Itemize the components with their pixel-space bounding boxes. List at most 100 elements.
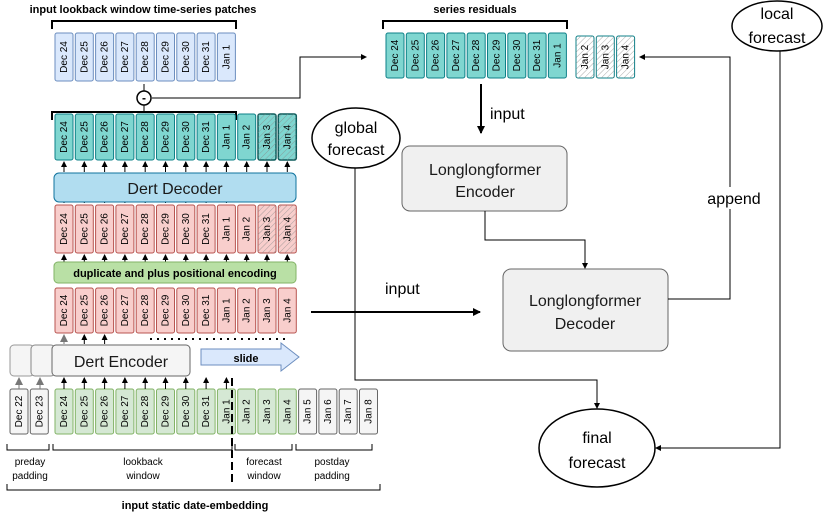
date-patch-label: Dec 24 [59, 41, 70, 73]
date-patch-label: Dec 28 [140, 41, 151, 73]
date-patch-label: Jan 2 [242, 124, 253, 149]
final-forecast-label-2: forecast [569, 455, 626, 472]
date-patch-label: Dec 28 [140, 395, 151, 427]
date-patch-label: Dec 29 [161, 395, 172, 427]
date-patch: Dec 24 [385, 32, 405, 79]
date-patch: Jan 1 [216, 113, 236, 161]
date-patch-label: Jan 1 [552, 43, 563, 68]
date-patch-label: Dec 27 [120, 395, 131, 427]
input-label-top: input [490, 106, 525, 123]
date-patch-label: Dec 25 [79, 294, 90, 326]
date-patch-label: Jan 4 [282, 216, 293, 241]
date-patch: Dec 24 [54, 113, 74, 161]
lookback-label-2: window [125, 471, 160, 482]
date-patch-label: Jan 1 [221, 44, 232, 69]
date-patch-label: Dec 29 [161, 213, 172, 245]
date-patch: Dec 29 [156, 32, 175, 82]
date-patch-label: Jan 2 [242, 216, 253, 241]
date-patch-label: Jan 5 [303, 399, 314, 424]
date-patch: Dec 27 [115, 287, 135, 334]
date-patch: Jan 1 [216, 388, 236, 435]
date-patch: Dec 31 [196, 388, 216, 435]
date-patch-label: Jan 2 [580, 44, 591, 69]
caption-top-patches: input lookback window time-series patche… [30, 4, 257, 16]
date-patch: Jan 1 [216, 32, 236, 82]
date-patch-label: Dec 31 [201, 294, 212, 326]
forecast-patch: Jan 2 [237, 287, 257, 334]
date-patch-label: Dec 30 [181, 213, 192, 245]
date-patch-label: Dec 24 [390, 39, 401, 71]
date-patch-label: Dec 22 [14, 395, 25, 427]
forecast-patch: Jan 2 [237, 113, 257, 161]
caption-residuals: series residuals [433, 4, 516, 16]
date-patch: Dec 27 [115, 388, 135, 435]
date-patch: Dec 25 [74, 113, 94, 161]
date-patch: Dec 24 [54, 204, 74, 254]
slide-arrow [200, 341, 300, 373]
date-patch-label: Jan 1 [221, 399, 232, 424]
date-patch: Dec 25 [405, 32, 425, 79]
date-patch: Dec 24 [54, 388, 74, 435]
date-patch-label: Dec 27 [120, 294, 131, 326]
date-patch: Jan 8 [359, 388, 378, 435]
forecast-patch: Jan 4 [277, 388, 297, 435]
date-patch-label: Dec 29 [161, 121, 172, 153]
dert-encoder-label: Dert Encoder [74, 354, 169, 371]
ll-encoder-label-2: Encoder [455, 184, 515, 201]
date-patch-label: Jan 1 [221, 298, 232, 323]
date-patch: Jan 1 [547, 32, 567, 79]
date-patch: Dec 29 [156, 388, 175, 435]
preday-label-2: padding [12, 471, 48, 482]
forecast-patch: Jan 4 [277, 113, 298, 161]
date-patch: Dec 28 [466, 32, 486, 79]
date-patch-label: Jan 3 [262, 399, 273, 424]
final-forecast-label-1: final [582, 430, 611, 447]
date-patch-label: Dec 28 [140, 294, 151, 326]
date-patch-label: Dec 30 [181, 41, 192, 73]
date-patch: Dec 28 [135, 32, 155, 82]
date-patch: Dec 30 [507, 32, 527, 79]
forecast-patch: Jan 4 [277, 287, 297, 334]
date-patch-label: Dec 26 [100, 294, 111, 326]
date-patch-label: Dec 29 [161, 41, 172, 73]
date-patch-label: Jan 2 [242, 399, 253, 424]
date-patch-label: Dec 28 [140, 213, 151, 245]
date-patch: Dec 27 [446, 32, 466, 79]
date-patch: Dec 29 [156, 287, 175, 334]
date-patch: Dec 30 [176, 204, 196, 254]
forecast-patch: Jan 2 [237, 388, 257, 435]
date-patch-label: Jan 7 [343, 399, 354, 424]
date-patch: Dec 26 [95, 388, 115, 435]
date-patch-label: Jan 4 [282, 399, 293, 424]
date-patch-label: Jan 1 [221, 216, 232, 241]
append-label: append [707, 191, 760, 208]
local-forecast-label-2: forecast [749, 30, 806, 47]
date-patch: Jan 7 [338, 388, 358, 435]
date-patch-label: Dec 23 [34, 395, 45, 427]
date-patch-label: Dec 24 [59, 213, 70, 245]
global-forecast-ellipse [311, 107, 401, 169]
date-patch-label: Jan 3 [262, 298, 273, 323]
date-patch-label: Dec 27 [451, 39, 462, 71]
date-patch-label: Dec 26 [100, 41, 111, 73]
date-patch-label: Jan 4 [621, 44, 632, 69]
date-patch-label: Dec 24 [59, 294, 70, 326]
date-patch-label: Dec 24 [59, 395, 70, 427]
dert-decoder-label: Dert Decoder [127, 181, 223, 198]
date-patch: Dec 31 [196, 204, 216, 254]
date-patch-label: Dec 31 [201, 121, 212, 153]
dert-decoder-block [53, 172, 297, 203]
date-patch: Dec 24 [54, 32, 74, 82]
date-patch: Dec 28 [135, 388, 155, 435]
date-patch: Dec 30 [176, 32, 196, 82]
date-patch-label: Dec 30 [181, 294, 192, 326]
date-patch: Dec 25 [74, 204, 94, 254]
local-forecast-ellipse [731, 0, 823, 52]
date-patch: Dec 26 [95, 204, 115, 254]
ll-decoder-label-2: Decoder [555, 316, 616, 333]
date-patch-label: Jan 3 [262, 216, 273, 241]
date-patch-label: Dec 30 [181, 121, 192, 153]
forecast-patch: Jan 2 [575, 35, 595, 79]
date-patch-label: Dec 30 [181, 395, 192, 427]
